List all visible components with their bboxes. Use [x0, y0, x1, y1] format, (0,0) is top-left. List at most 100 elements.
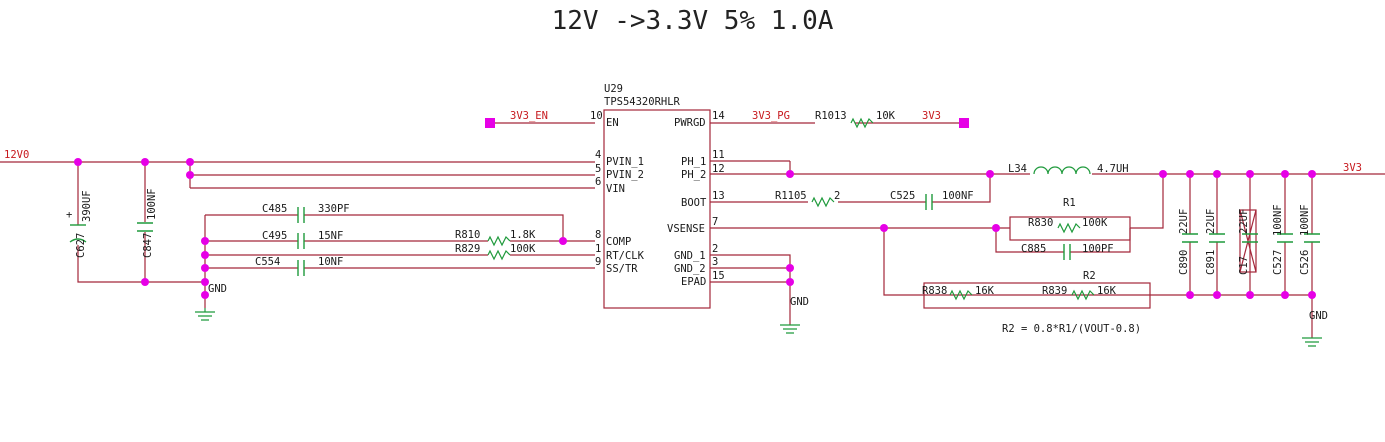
gnd-label-right: GND: [1309, 310, 1328, 322]
pin-num: 13: [712, 190, 725, 202]
ground-symbol-right: [1302, 337, 1322, 347]
junction: [1308, 170, 1316, 178]
cap-ref: C525: [890, 190, 915, 202]
res-r810: R810 1.8K: [455, 229, 536, 247]
cap-c525: C525 100NF: [890, 190, 974, 210]
ic-part: TPS54320RHLR: [604, 96, 681, 108]
dnp-box: [1239, 209, 1257, 273]
cap-ref: C847: [142, 233, 154, 258]
cap-value: 22UF: [1205, 209, 1217, 234]
pin-num: 3: [712, 256, 718, 268]
pin-num: 5: [595, 163, 601, 175]
inductor-l34: L34 4.7UH: [1008, 163, 1129, 175]
junction: [992, 224, 1000, 232]
pin-num: 6: [595, 176, 601, 188]
pin-name: EN: [606, 117, 619, 129]
pin-name: GND_2: [674, 263, 706, 275]
junction: [1186, 170, 1194, 178]
cap-ref: C554: [255, 256, 280, 268]
pin-num: 7: [712, 216, 718, 228]
res-r1105: R1105 2: [775, 190, 840, 208]
cap-ref: C627: [75, 233, 87, 258]
junction: [1186, 291, 1194, 299]
pin-num: 2: [712, 243, 718, 255]
res-ref: R1105: [775, 190, 807, 202]
junction: [186, 158, 194, 166]
cap-value: 22UF: [1238, 209, 1250, 234]
res-r829: R829 100K: [455, 243, 536, 261]
cap-value: 100PF: [1082, 243, 1114, 255]
cap-c485: C485 330PF: [262, 203, 350, 223]
wire-vsense: [710, 174, 1164, 229]
cap-value: 330PF: [318, 203, 350, 215]
ic-ref: U29: [604, 83, 623, 95]
junction: [186, 171, 194, 179]
pin-name: RT/CLK: [606, 250, 645, 262]
junction: [201, 291, 209, 299]
res-ref: R839: [1042, 285, 1067, 297]
pin-name: GND_1: [674, 250, 706, 262]
group-box-r2: [923, 282, 1151, 309]
junction: [986, 170, 994, 178]
pin-name: EPAD: [681, 276, 706, 288]
junction: [141, 158, 149, 166]
junction: [1213, 170, 1221, 178]
cap-ref: C527: [1272, 250, 1284, 275]
pin-name: PH_2: [681, 169, 706, 181]
pin-num: 8: [595, 229, 601, 241]
gnd-label-ic: GND: [790, 296, 809, 308]
cap-value: 390UF: [81, 190, 93, 222]
cap-c527: C527 100NF: [1272, 204, 1293, 275]
res-value: 16K: [975, 285, 995, 297]
pin-name: PVIN_1: [606, 156, 644, 168]
junction: [141, 278, 149, 286]
cap-ref: C891: [1205, 250, 1217, 275]
group-label-r2: R2: [1083, 270, 1096, 282]
cap-c554: C554 10NF: [255, 256, 343, 276]
junction: [201, 264, 209, 272]
res-ref: R829: [455, 243, 480, 255]
cap-value: 10NF: [318, 256, 343, 268]
res-value: 10K: [876, 110, 896, 122]
pin-name: BOOT: [681, 197, 707, 209]
inductor-value: 4.7UH: [1097, 163, 1129, 175]
cap-ref: C495: [262, 230, 287, 242]
wire-ic-gnd: [710, 254, 791, 325]
pin-name: VSENSE: [667, 223, 705, 235]
junction: [1281, 170, 1289, 178]
cap-c495: C495 15NF: [262, 230, 343, 249]
junction: [1281, 291, 1289, 299]
group-label-r1: R1: [1063, 197, 1076, 209]
gnd-label-left: GND: [208, 283, 227, 295]
port-3v3-pg: [959, 118, 969, 128]
net-label-3v3-out: 3V3: [1343, 162, 1362, 174]
cap-c891: C891 22UF: [1205, 209, 1225, 275]
pin-name: VIN: [606, 183, 625, 195]
junction: [786, 278, 794, 286]
cap-ref: C890: [1178, 250, 1190, 275]
net-label-3v3-pullup: 3V3: [922, 110, 941, 122]
junction: [1308, 291, 1316, 299]
res-value: 16K: [1097, 285, 1117, 297]
polarity-mark: +: [66, 209, 72, 221]
junction: [201, 251, 209, 259]
cap-c890: C890 22UF: [1178, 209, 1198, 275]
pin-num: 1: [595, 243, 601, 255]
pin-name: PVIN_2: [606, 169, 644, 181]
net-label-12v0: 12V0: [4, 149, 29, 161]
cap-ref: C885: [1021, 243, 1046, 255]
res-ref: R838: [922, 285, 947, 297]
junction: [880, 224, 888, 232]
res-ref: R1013: [815, 110, 847, 122]
junction: [74, 158, 82, 166]
ground-symbol-ic: [780, 324, 800, 334]
ground-symbol-left: [195, 308, 215, 321]
cap-c17: C17 22UF: [1238, 209, 1258, 275]
wire-feedback-bottom: [883, 228, 1315, 296]
res-r1013: R1013 10K: [815, 110, 896, 129]
res-value: 100K: [1082, 217, 1108, 229]
pin-num: 4: [595, 149, 601, 161]
cap-c627: + C627 390UF: [66, 190, 93, 258]
cap-value: 100NF: [146, 188, 158, 220]
